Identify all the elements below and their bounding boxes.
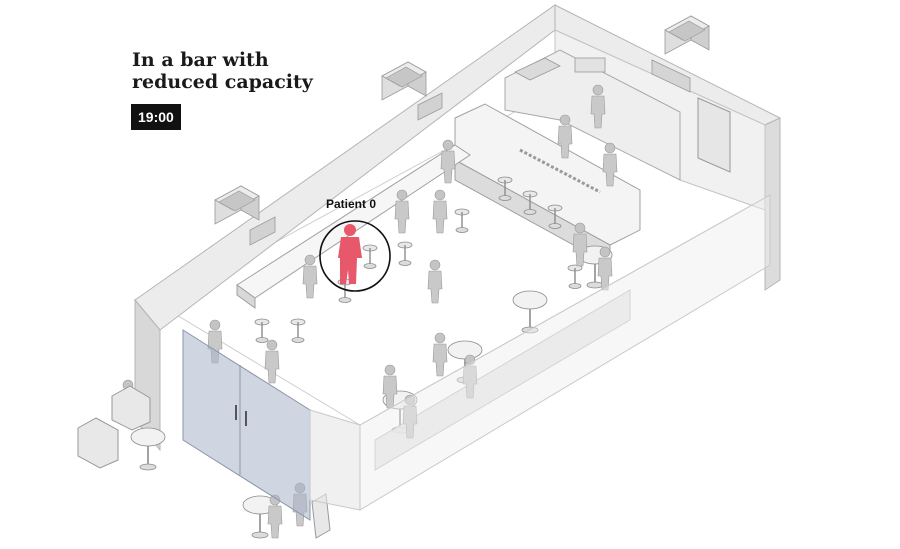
kitchen-appliance bbox=[574, 57, 606, 73]
back-wall-right bbox=[554, 4, 782, 291]
page-title: In a bar with reduced capacity bbox=[132, 49, 313, 93]
kitchen-door bbox=[697, 97, 731, 173]
wall-vent-grille bbox=[651, 59, 691, 93]
rooftop-vent-unit bbox=[381, 61, 427, 101]
kitchen-counter bbox=[504, 49, 681, 181]
patient-zero-highlight-ring bbox=[319, 220, 391, 292]
outdoor-armchairs bbox=[77, 385, 331, 539]
time-badge: 19:00 bbox=[131, 104, 181, 130]
rooftop-vent-unit bbox=[664, 15, 710, 55]
front-wall-left-segment bbox=[309, 409, 361, 511]
patient-zero-figure bbox=[338, 224, 362, 284]
wall-vent-grille bbox=[417, 92, 443, 121]
sink bbox=[514, 57, 561, 81]
wall-vent-grille bbox=[249, 216, 276, 246]
glass-entrance bbox=[182, 329, 311, 521]
bench bbox=[374, 289, 631, 471]
patient-zero-label: Patient 0 bbox=[326, 197, 377, 211]
